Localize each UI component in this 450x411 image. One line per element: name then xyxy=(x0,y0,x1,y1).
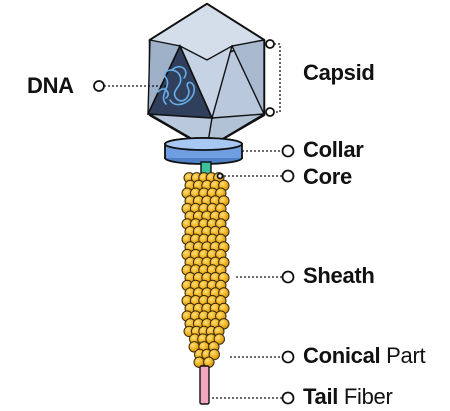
core-marker-small xyxy=(218,174,223,179)
sheath-marker xyxy=(283,272,294,283)
dna-marker xyxy=(94,81,104,91)
collar-marker xyxy=(283,146,294,157)
tail-fiber-label-rest: Fiber xyxy=(338,384,392,409)
capsid-label: Capsid xyxy=(303,62,375,84)
conical-part-label-rest: Part xyxy=(380,343,425,368)
dna-label: DNA xyxy=(27,75,74,97)
conical-part-label-bold: Conical xyxy=(303,343,380,368)
sheath-label: Sheath xyxy=(303,265,375,287)
core-label: Core xyxy=(303,166,352,188)
conical-marker xyxy=(283,352,294,363)
capsid-marker-bottom xyxy=(266,108,274,116)
core-marker xyxy=(283,171,294,182)
stock-id-tag: 684338 xyxy=(0,336,10,406)
capsid-marker-top xyxy=(266,40,274,48)
sheath xyxy=(182,173,229,368)
tail-fiber xyxy=(200,366,209,404)
collar xyxy=(165,138,242,164)
collar-label: Collar xyxy=(303,139,364,161)
tail-fiber-label: Tail Fiber xyxy=(303,386,393,408)
capsid xyxy=(148,4,264,148)
tail-fiber-label-bold: Tail xyxy=(303,384,338,409)
tail-marker xyxy=(283,393,294,404)
capsid-bracket-line xyxy=(274,44,280,112)
conical-part-label: Conical Part xyxy=(303,345,425,367)
